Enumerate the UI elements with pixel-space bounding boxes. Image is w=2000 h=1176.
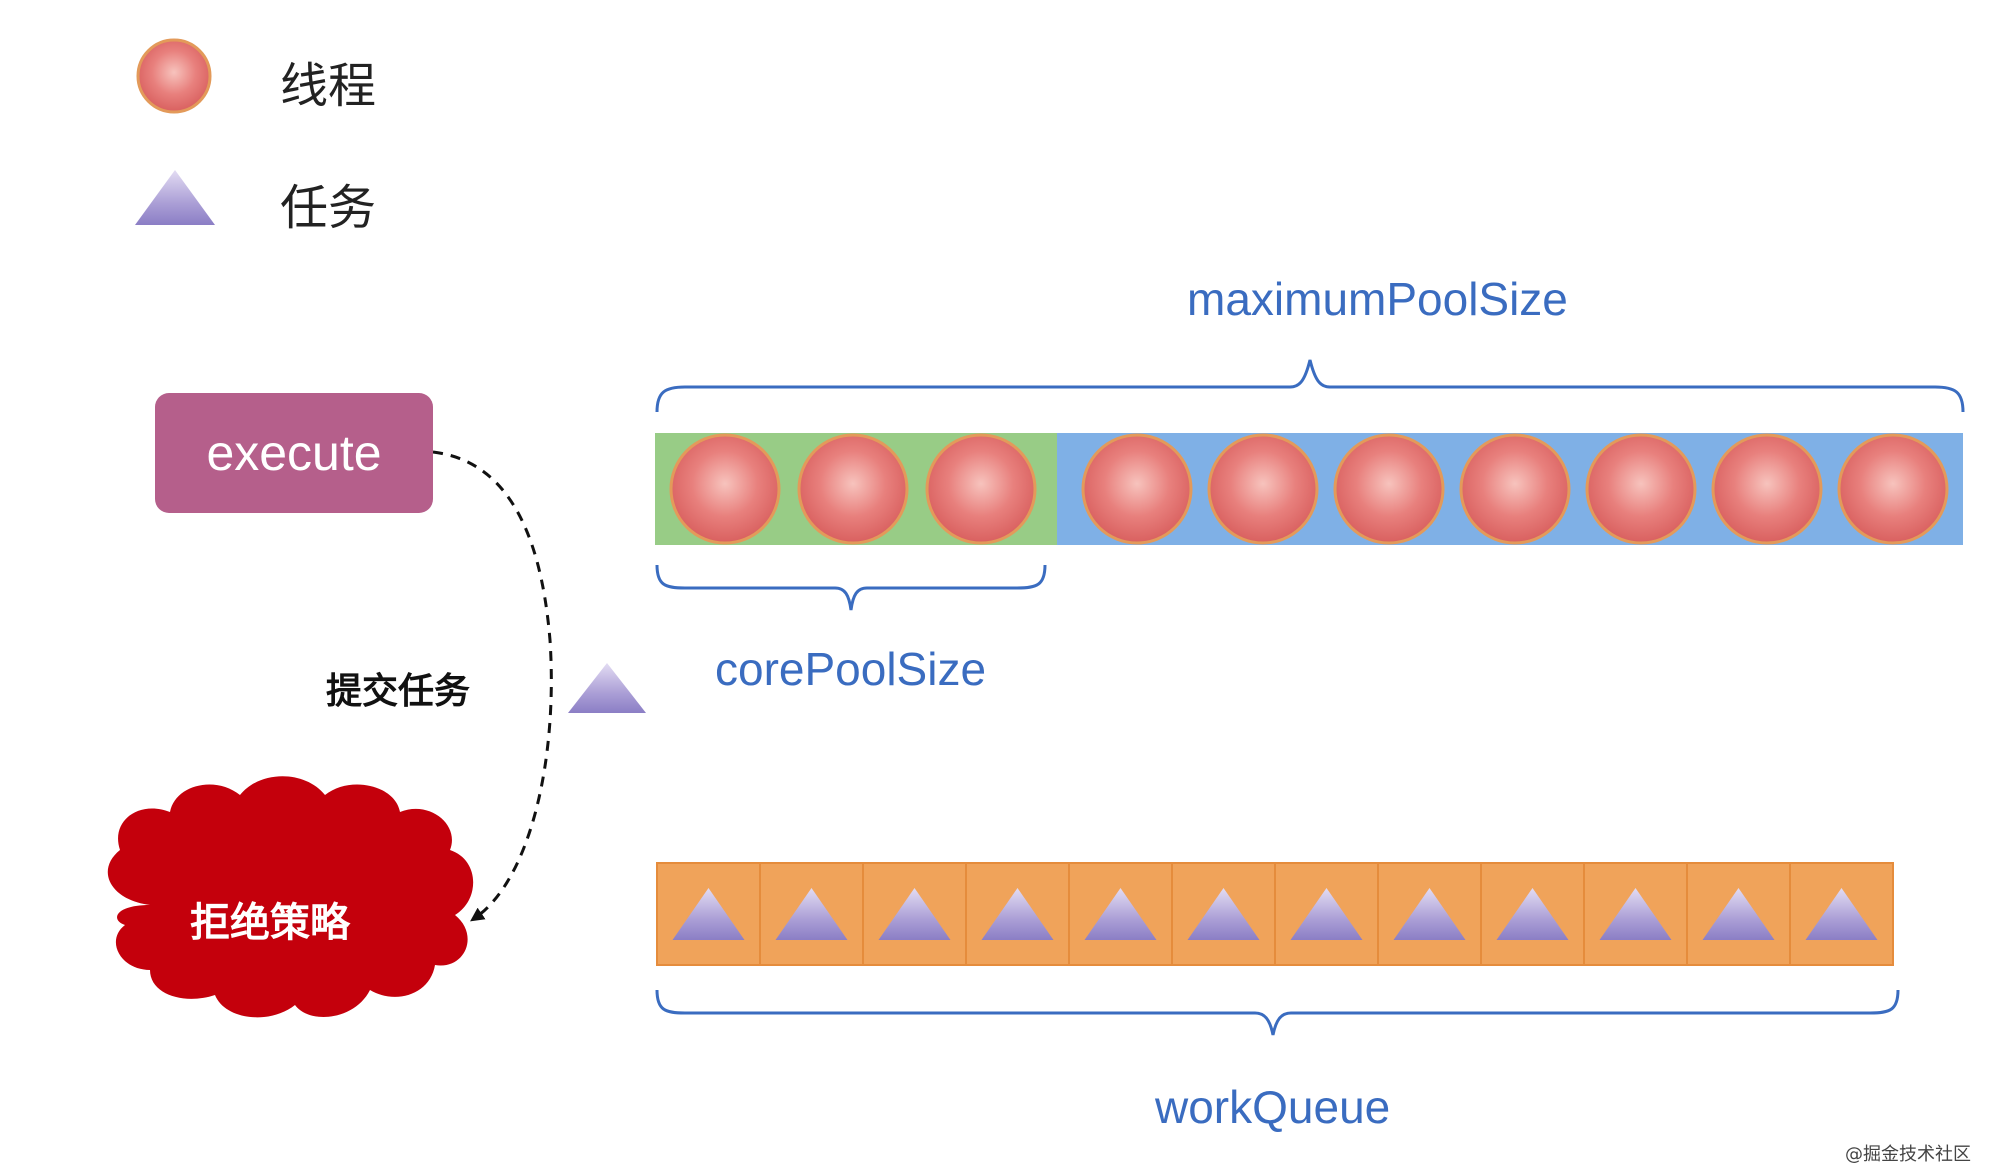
thread-balls [669,433,1949,545]
max-thread-ball [1207,433,1319,545]
legend-task-icon [135,170,215,225]
submitted-task-icon [568,663,646,713]
submit-task-label: 提交任务 [326,671,471,712]
maximum-pool-brace [655,359,1965,413]
maximum-pool-size-label: maximumPoolSize [1187,273,1568,325]
max-thread-ball [1081,433,1193,545]
queued-task-icon [672,888,745,940]
queued-task-icon [878,888,951,940]
queued-task-icon [1599,888,1672,940]
legend-task-label: 任务 [280,180,377,236]
legend-thread-label: 线程 [280,58,377,114]
core-pool-size-label: corePoolSize [715,643,987,695]
reject-policy-label: 拒绝策略 [190,900,350,946]
queued-task-icon [1187,888,1260,940]
queued-task-icon [981,888,1054,940]
queued-task-icon [1496,888,1569,940]
max-thread-ball [1711,433,1823,545]
work-queue-brace [655,989,1900,1036]
queued-task-icon [1084,888,1157,940]
queued-task-icon [1805,888,1878,940]
queued-task-icon [1393,888,1466,940]
queued-task-icon [775,888,848,940]
execute-box: execute [155,393,433,513]
core-pool-brace [655,564,1047,611]
max-thread-ball [1837,433,1949,545]
max-thread-ball [1333,433,1445,545]
watermark: @掘金技术社区 [1845,1144,1971,1165]
work-queue [656,862,1894,966]
legend-thread-icon [136,38,212,114]
max-thread-ball [1459,433,1571,545]
max-thread-ball [1585,433,1697,545]
core-thread-ball [925,433,1037,545]
work-queue-label: workQueue [1155,1081,1391,1133]
queued-task-icon [1290,888,1363,940]
core-thread-ball [669,433,781,545]
submit-arrow [432,450,553,922]
queue-slot [759,862,864,966]
reject-policy-cloud [107,776,474,1018]
core-thread-ball [797,433,909,545]
queued-task-icon [1702,888,1775,940]
